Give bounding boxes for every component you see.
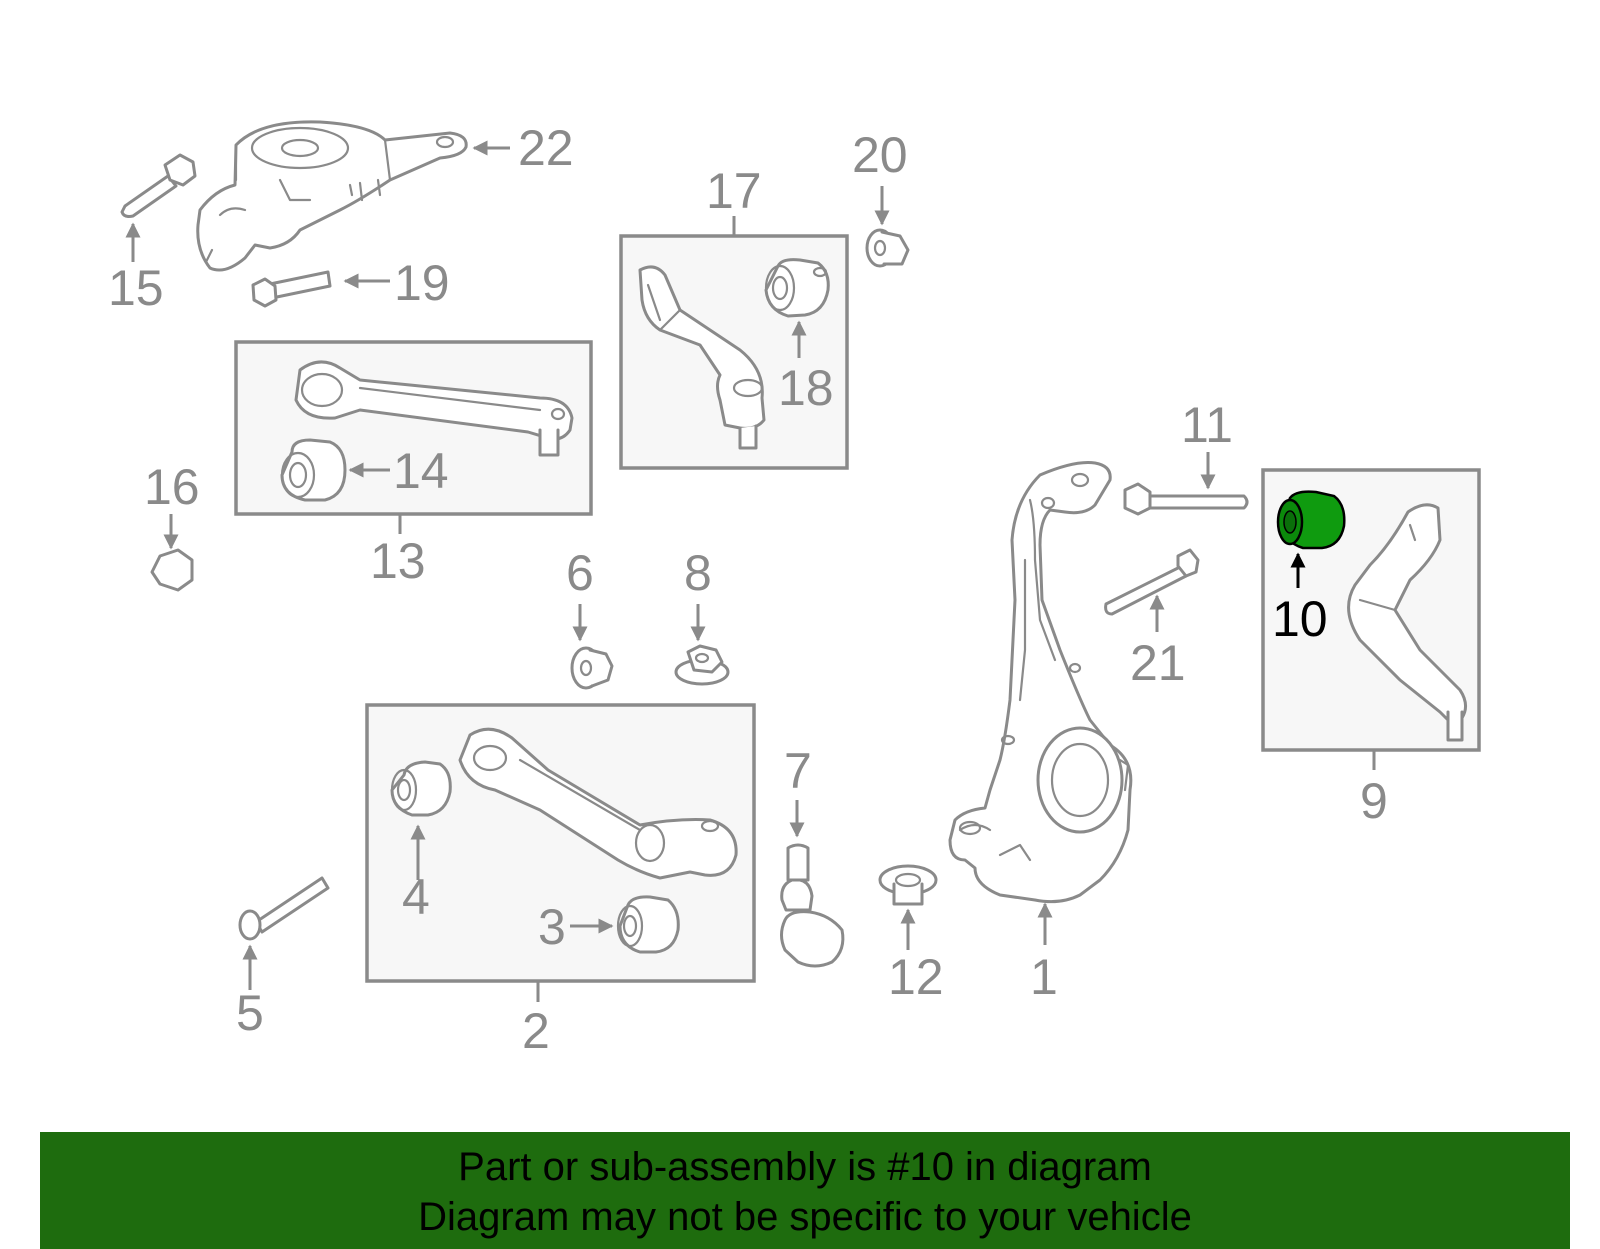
part-19-bolt[interactable]	[251, 270, 332, 308]
callout-3: 3	[538, 899, 566, 955]
callout-18: 18	[778, 360, 834, 416]
callout-11: 11	[1181, 397, 1233, 453]
callout-8: 8	[684, 545, 712, 601]
callout-20: 20	[852, 127, 908, 183]
callout-labels: 22 15 19 20 17 18 14 16 13 6 8 11 21 10 …	[108, 120, 1388, 1059]
part-5-bolt[interactable]	[238, 876, 330, 941]
callout-5: 5	[236, 985, 264, 1041]
callout-7: 7	[784, 743, 812, 799]
box-9-lower-arm-assembly[interactable]	[1261, 468, 1481, 752]
part-15-bolt[interactable]	[120, 153, 197, 218]
box-13-upper-arm-assembly[interactable]	[234, 340, 593, 516]
part-10-bushing-highlighted[interactable]	[1276, 490, 1346, 550]
callout-6: 6	[566, 545, 594, 601]
part-20-flange-nut[interactable]	[865, 228, 910, 268]
callout-19: 19	[394, 255, 450, 311]
callout-14: 14	[393, 443, 449, 499]
box-17-arm-assembly[interactable]	[619, 234, 849, 470]
part-1-steering-knuckle[interactable]	[948, 461, 1133, 904]
part-7-ball-joint[interactable]	[780, 843, 845, 968]
part-8-nut[interactable]	[674, 644, 730, 686]
part-12-flange-nut[interactable]	[878, 864, 938, 906]
callout-12: 12	[888, 949, 944, 1005]
callout-13: 13	[370, 533, 426, 589]
callout-2: 2	[522, 1003, 550, 1059]
callout-17: 17	[706, 163, 762, 219]
callout-21: 21	[1130, 635, 1186, 691]
leader-lines	[125, 140, 1376, 1002]
part-11-bolt[interactable]	[1123, 482, 1249, 516]
callout-22: 22	[518, 120, 574, 176]
banner-line-disclaimer: Diagram may not be specific to your vehi…	[418, 1195, 1192, 1239]
box-2-lower-arm-assembly[interactable]	[365, 703, 756, 983]
banner-line-part-number: Part or sub-assembly is #10 in diagram	[458, 1145, 1152, 1189]
callout-9: 9	[1360, 773, 1388, 829]
callout-4: 4	[402, 869, 430, 925]
callout-15: 15	[108, 260, 164, 316]
part-16-nut[interactable]	[150, 548, 194, 592]
callout-16: 16	[144, 459, 200, 515]
part-6-flange-nut[interactable]	[570, 646, 614, 690]
info-banner: Part or sub-assembly is #10 in diagram D…	[40, 1132, 1570, 1249]
part-21-bolt[interactable]	[1104, 548, 1200, 616]
callout-1: 1	[1030, 949, 1058, 1005]
callout-10-highlighted: 10	[1272, 591, 1328, 647]
part-22-mount-bracket[interactable]	[196, 120, 468, 272]
